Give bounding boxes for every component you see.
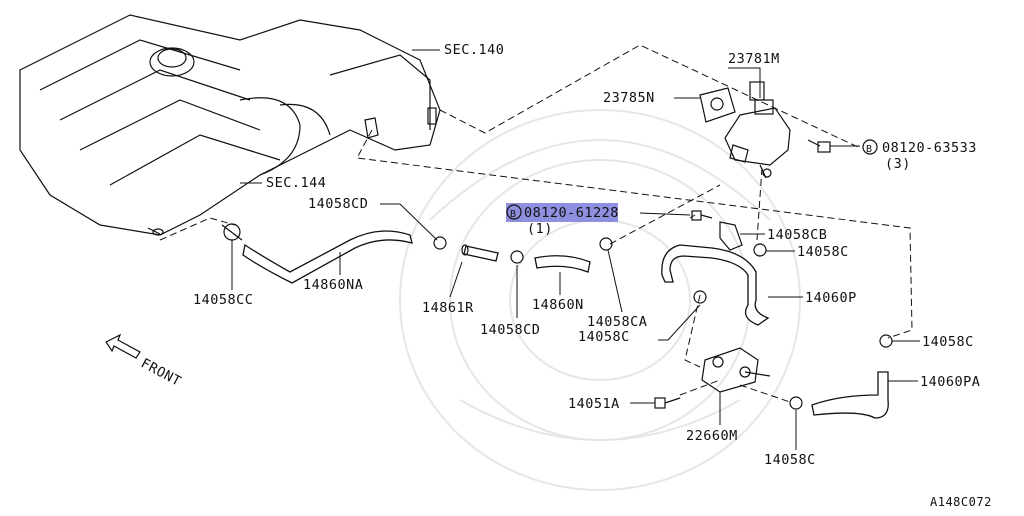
bolt-08120-63533 xyxy=(807,139,831,153)
bolt-14051A xyxy=(654,397,681,409)
hose-14060P xyxy=(661,244,770,326)
label-14060P: 14060P xyxy=(805,290,857,306)
prefix-b-a: B xyxy=(866,144,873,155)
label-22660M: 22660M xyxy=(686,428,738,444)
hose-14060PA xyxy=(811,371,889,419)
bracket-14058CB xyxy=(719,221,743,251)
label-23781M: 23781M xyxy=(728,51,780,67)
label-23785N: 23785N xyxy=(603,90,655,106)
highlight-08120-61228 xyxy=(506,203,618,222)
label-14058C-c: 14058C xyxy=(578,329,630,345)
figure-code: A148C072 xyxy=(930,495,992,509)
label-14060PA: 14060PA xyxy=(920,374,980,390)
label-front: FRONT xyxy=(138,355,184,389)
label-08120-63533: 08120-63533 xyxy=(882,140,977,156)
pipe-14861R xyxy=(461,244,499,262)
bolt-prefix-icons: B B xyxy=(506,139,878,220)
label-14861R: 14861R xyxy=(422,300,474,316)
label-sec140: SEC.140 xyxy=(444,42,504,58)
intake-manifold xyxy=(19,14,441,236)
bolt-08120-61228 xyxy=(691,210,713,221)
label-14058C-b: 14058C xyxy=(922,334,974,350)
leader-lines xyxy=(231,49,920,450)
label-08120-61228-qty: (1) xyxy=(527,221,553,237)
label-14058C-d: 14058C xyxy=(764,452,816,468)
label-sec144: SEC.144 xyxy=(266,175,326,191)
watermark-emblem xyxy=(399,109,801,491)
prefix-b-b: B xyxy=(510,209,517,220)
label-14860N: 14860N xyxy=(532,297,584,313)
label-08120-63533-qty: (3) xyxy=(885,156,911,172)
label-14058CA: 14058CA xyxy=(587,314,647,330)
label-14860NA: 14860NA xyxy=(303,277,363,293)
clamps xyxy=(221,223,893,410)
label-14058CB: 14058CB xyxy=(767,227,827,243)
label-14058C-a: 14058C xyxy=(797,244,849,260)
label-14058CC: 14058CC xyxy=(193,292,253,308)
label-14058CD-top: 14058CD xyxy=(308,196,368,212)
hose-14860N xyxy=(534,255,591,273)
sensor-22660M xyxy=(701,347,771,393)
label-14058CD-bottom: 14058CD xyxy=(480,322,540,338)
hose-14860NA xyxy=(242,230,413,284)
label-08120-61228: 08120-61228 xyxy=(524,205,619,221)
front-arrow-icon xyxy=(105,333,141,359)
valve-assembly-23781M xyxy=(699,81,791,179)
label-14051A: 14051A xyxy=(568,396,620,412)
